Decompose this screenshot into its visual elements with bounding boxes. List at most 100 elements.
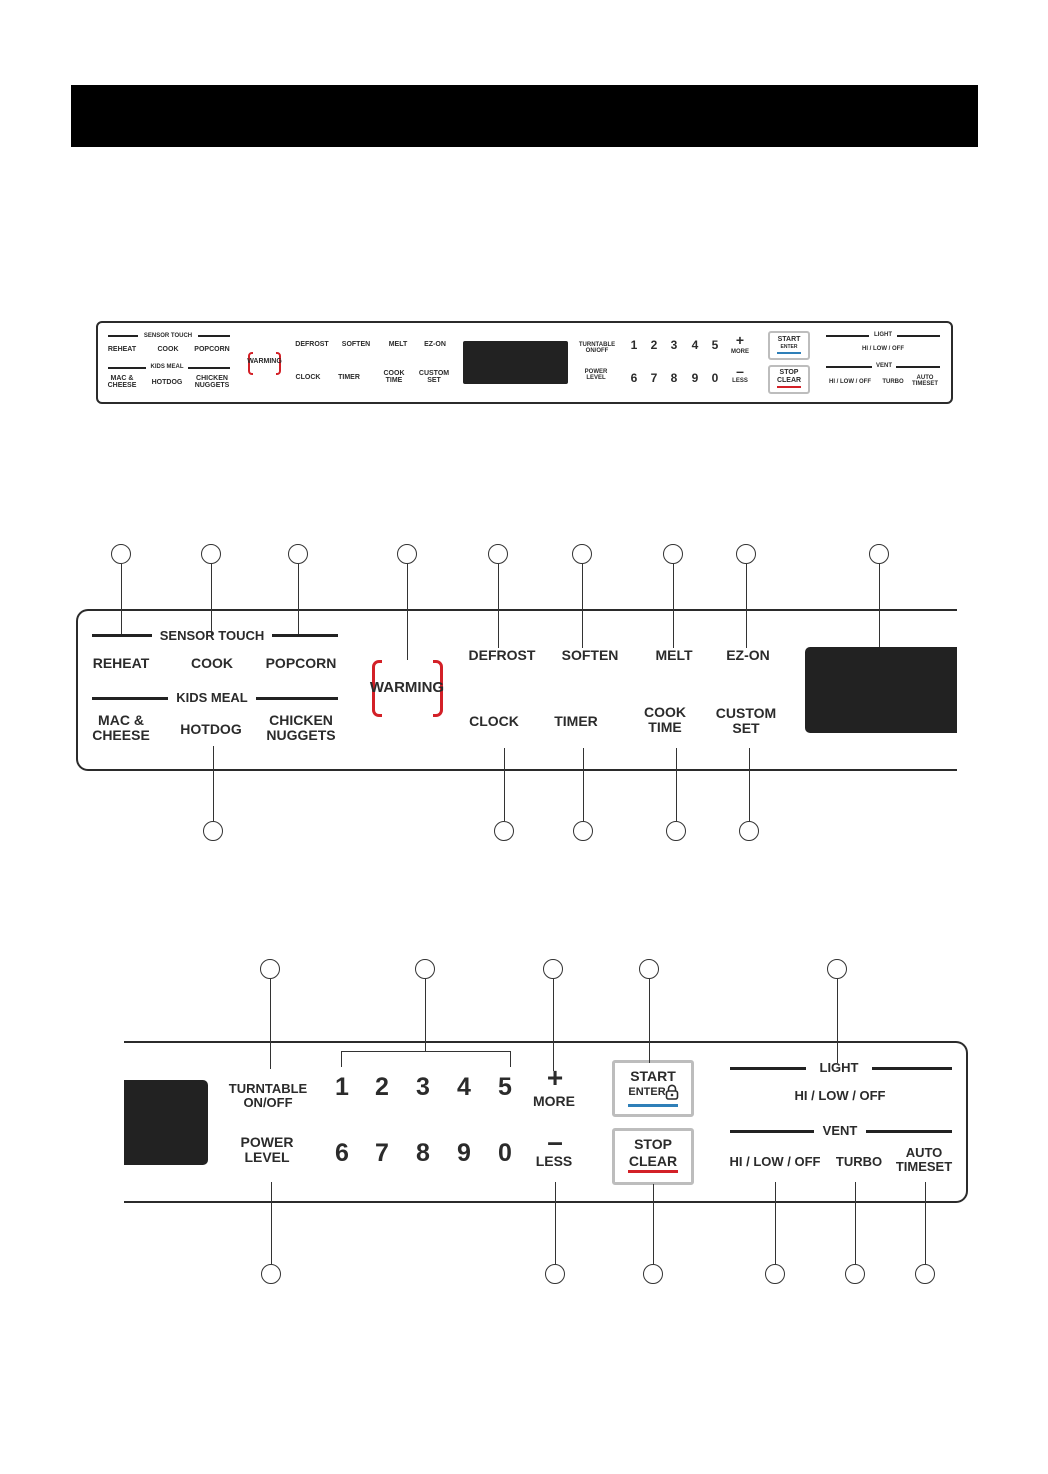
hotdog-key-detail[interactable]: HOTDOG bbox=[180, 721, 242, 737]
warming-key[interactable]: WARMING bbox=[247, 358, 282, 365]
warming-key-detail[interactable]: WARMING bbox=[369, 679, 445, 696]
digit-key-7[interactable]: 7 bbox=[650, 371, 658, 385]
timer-key-detail[interactable]: TIMER bbox=[554, 713, 598, 729]
power-level-label-1: POWER bbox=[240, 1134, 294, 1150]
digit-key-8-detail[interactable]: 8 bbox=[416, 1139, 430, 1167]
clock-key[interactable]: CLOCK bbox=[295, 374, 321, 381]
clock-key-detail[interactable]: CLOCK bbox=[469, 713, 519, 729]
digit-key-0-detail[interactable]: 0 bbox=[498, 1139, 512, 1167]
reheat-key[interactable]: REHEAT bbox=[107, 346, 137, 353]
popcorn-key[interactable]: POPCORN bbox=[194, 346, 230, 353]
cook-key[interactable]: COOK bbox=[157, 346, 179, 353]
stop-clear-key[interactable] bbox=[768, 365, 810, 394]
start-enter-key[interactable] bbox=[768, 331, 810, 360]
digit-key-5-detail[interactable]: 5 bbox=[498, 1073, 512, 1101]
divider bbox=[826, 335, 869, 337]
reheat-key-detail[interactable]: REHEAT bbox=[92, 655, 150, 671]
popcorn-key-detail[interactable]: POPCORN bbox=[265, 655, 337, 671]
divider bbox=[730, 1130, 814, 1133]
timer-key[interactable]: TIMER bbox=[338, 374, 360, 381]
callout-leader bbox=[553, 979, 555, 1071]
ez-on-key-detail[interactable]: EZ-ON bbox=[726, 647, 770, 663]
bracket-line bbox=[510, 1051, 512, 1067]
clear-label-detail: CLEAR bbox=[628, 1153, 678, 1169]
panel-crop bbox=[957, 600, 1048, 780]
hotdog-key[interactable]: HOTDOG bbox=[151, 379, 183, 386]
ez-on-key[interactable]: EZ-ON bbox=[424, 341, 446, 348]
soften-key[interactable]: SOFTEN bbox=[341, 341, 371, 348]
start-underline-detail bbox=[628, 1104, 678, 1107]
digit-key-6-detail[interactable]: 6 bbox=[335, 1139, 349, 1167]
callout-marker bbox=[663, 544, 683, 564]
mac-cheese-key[interactable]: MAC &CHEESE bbox=[102, 375, 142, 390]
digit-key-4[interactable]: 4 bbox=[691, 338, 699, 352]
start-enter-key-detail[interactable] bbox=[612, 1060, 694, 1117]
stop-underline bbox=[777, 386, 801, 388]
digit-key-1[interactable]: 1 bbox=[630, 338, 638, 352]
vent-speed-key[interactable]: HI / LOW / OFF bbox=[829, 379, 871, 385]
defrost-key-detail[interactable]: DEFROST bbox=[468, 647, 536, 663]
mac-cheese-label-1: MAC & bbox=[98, 712, 144, 728]
less-key-detail[interactable]: LESS bbox=[535, 1153, 573, 1169]
melt-key-detail[interactable]: MELT bbox=[655, 647, 693, 663]
callout-marker bbox=[643, 1264, 663, 1284]
vent-speed-key-detail[interactable]: HI / LOW / OFF bbox=[729, 1154, 821, 1169]
turbo-key-detail[interactable]: TURBO bbox=[835, 1154, 883, 1169]
chicken-label-1: CHICKEN bbox=[269, 712, 333, 728]
callout-marker bbox=[415, 959, 435, 979]
digit-key-1-detail[interactable]: 1 bbox=[335, 1073, 349, 1101]
digit-key-5[interactable]: 5 bbox=[711, 338, 719, 352]
digit-key-4-detail[interactable]: 4 bbox=[457, 1073, 471, 1101]
digit-key-2[interactable]: 2 bbox=[650, 338, 658, 352]
mac-cheese-key-detail[interactable]: MAC &CHEESE bbox=[82, 713, 160, 742]
more-key[interactable]: MORE bbox=[731, 349, 749, 355]
digit-key-0[interactable]: 0 bbox=[711, 371, 719, 385]
defrost-key[interactable]: DEFROST bbox=[295, 341, 329, 348]
divider bbox=[108, 367, 146, 369]
callout-leader bbox=[271, 1182, 273, 1264]
bracket-line bbox=[341, 1051, 511, 1053]
divider bbox=[92, 697, 168, 700]
digit-key-7-detail[interactable]: 7 bbox=[375, 1139, 389, 1167]
frame-gap bbox=[382, 712, 433, 719]
clear-label: CLEAR bbox=[776, 377, 802, 384]
digit-key-8[interactable]: 8 bbox=[670, 371, 678, 385]
digit-key-3[interactable]: 3 bbox=[670, 338, 678, 352]
chicken-label-2: NUGGETS bbox=[266, 726, 336, 743]
digit-key-9[interactable]: 9 bbox=[691, 371, 699, 385]
light-key-detail[interactable]: HI / LOW / OFF bbox=[794, 1088, 886, 1103]
panel-crop bbox=[90, 1030, 124, 1215]
soften-key-detail[interactable]: SOFTEN bbox=[561, 647, 619, 663]
turntable-label-1: TURNTABLE bbox=[578, 342, 616, 348]
frame-gap bbox=[253, 372, 276, 376]
digit-key-3-detail[interactable]: 3 bbox=[416, 1073, 430, 1101]
divider bbox=[826, 366, 872, 368]
custom-set-label-1: CUSTOM bbox=[715, 705, 777, 721]
digit-key-9-detail[interactable]: 9 bbox=[457, 1139, 471, 1167]
digit-key-6[interactable]: 6 bbox=[630, 371, 638, 385]
auto-label-2: TIMESET bbox=[911, 381, 938, 388]
stop-clear-key-detail[interactable] bbox=[612, 1128, 694, 1185]
turbo-key[interactable]: TURBO bbox=[882, 379, 904, 385]
cook-key-detail[interactable]: COOK bbox=[191, 655, 233, 671]
digit-key-2-detail[interactable]: 2 bbox=[375, 1073, 389, 1101]
custom-set-label-2: SET bbox=[732, 719, 760, 736]
less-key[interactable]: LESS bbox=[732, 378, 748, 384]
callout-marker bbox=[666, 821, 686, 841]
melt-key[interactable]: MELT bbox=[388, 341, 408, 348]
start-label: START bbox=[777, 336, 801, 343]
light-key[interactable]: HI / LOW / OFF bbox=[862, 346, 904, 352]
more-key-detail[interactable]: MORE bbox=[533, 1093, 575, 1109]
